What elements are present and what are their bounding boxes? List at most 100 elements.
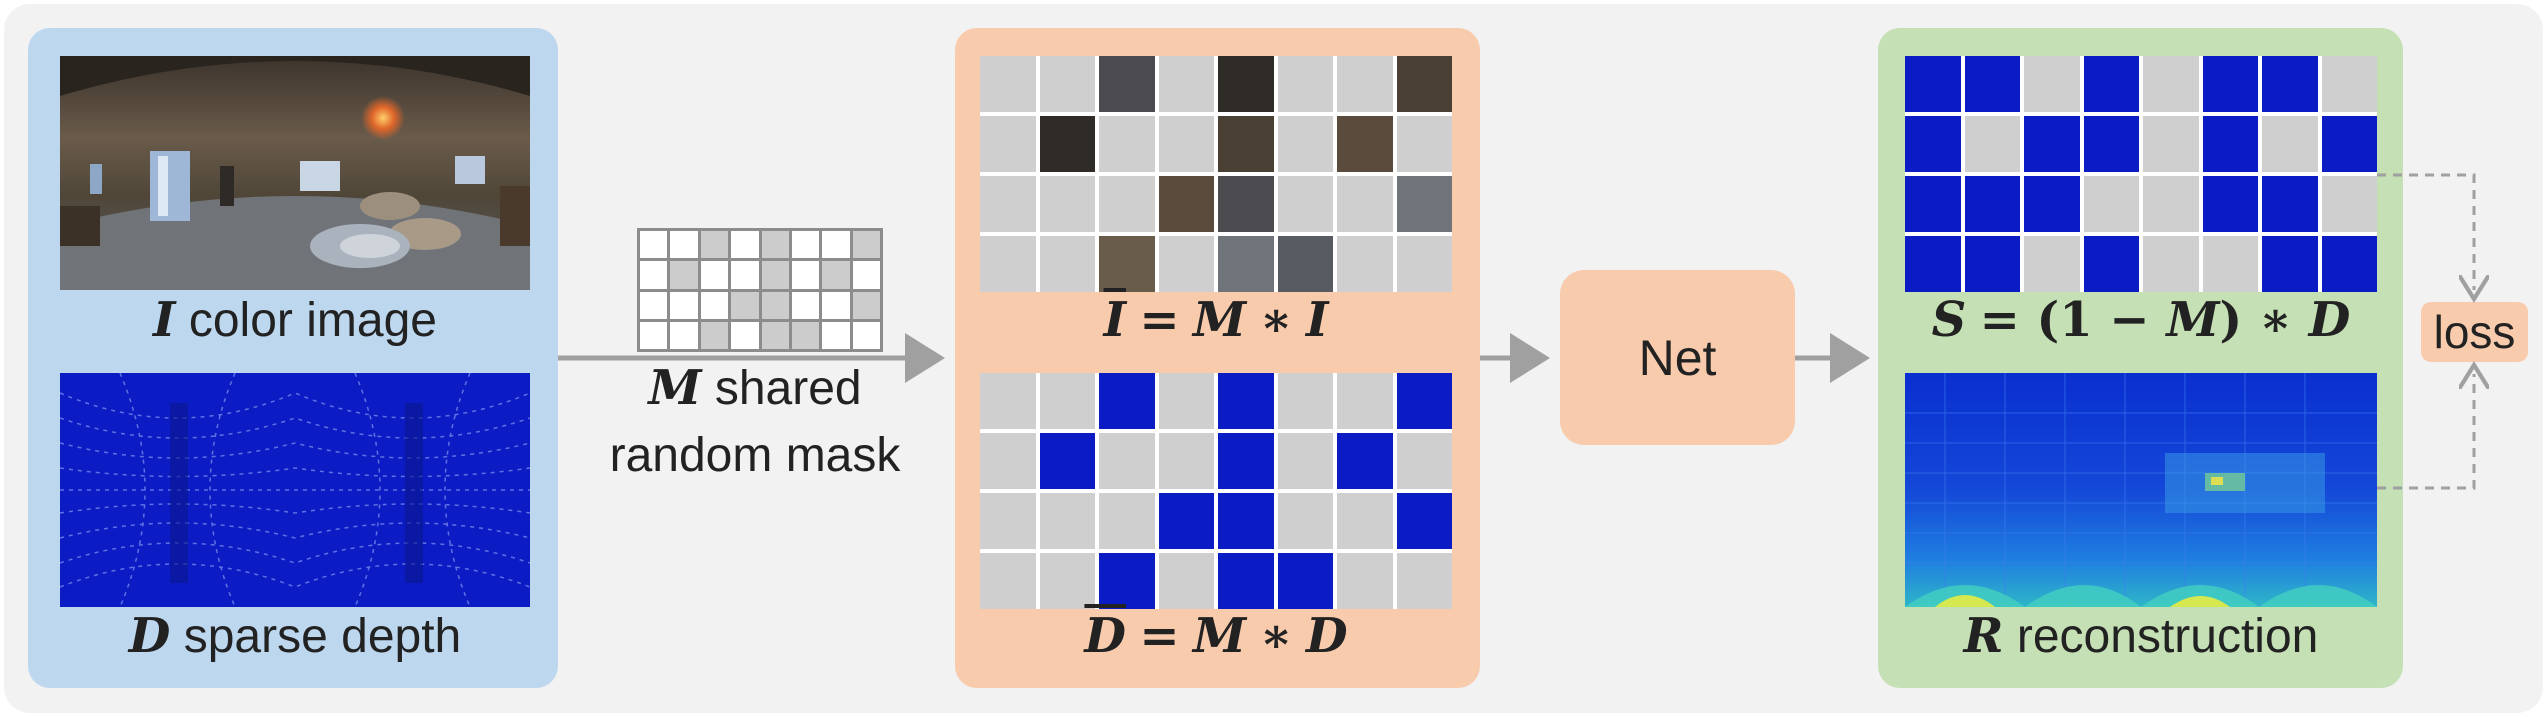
masked-out-cell	[1039, 236, 1095, 292]
mask-cell	[791, 321, 820, 349]
sparse-target-depth-cell	[2202, 176, 2258, 232]
sparse-target-empty-cell	[2143, 176, 2199, 232]
visible-color-cell	[1396, 56, 1452, 112]
sparse-target-empty-cell	[1964, 116, 2020, 172]
masked-out-cell	[1158, 236, 1214, 292]
sparse-target-depth-cell	[2202, 116, 2258, 172]
mask-cell	[791, 291, 820, 319]
sparse-target-empty-cell	[2143, 116, 2199, 172]
sparse-target-depth-cell	[1964, 56, 2020, 112]
mask-cell	[670, 261, 698, 289]
visible-depth-cell	[1099, 553, 1155, 609]
visible-depth-cell	[1396, 493, 1452, 549]
masked-out-cell	[980, 176, 1036, 232]
mask-cell	[670, 231, 698, 259]
sparse-target-depth-symbol: D	[2308, 292, 2351, 348]
sparse-target-depth-cell	[2262, 236, 2318, 292]
visible-color-cell	[1337, 116, 1393, 172]
masked-out-cell	[980, 236, 1036, 292]
mask-cell	[852, 291, 880, 319]
sparse-target-empty-cell	[2262, 116, 2318, 172]
masked-depth-equation: D = M ∗ D	[980, 608, 1452, 664]
sparse-target-grid	[1905, 56, 2377, 292]
sparse-depth-symbol: D	[128, 608, 171, 664]
sparse-target-symbol: S	[1931, 292, 1967, 348]
masked-out-cell	[980, 373, 1036, 429]
mask-cell	[640, 261, 668, 289]
mask-cell	[731, 321, 759, 349]
visible-depth-cell	[1218, 493, 1274, 549]
sparse-target-depth-cell	[2262, 56, 2318, 112]
color-image-label: I color image	[60, 292, 530, 348]
sparse-target-depth-cell	[2321, 116, 2377, 172]
masked-out-cell	[1277, 176, 1333, 232]
sparse-target-depth-cell	[1964, 176, 2020, 232]
masked-out-cell	[1158, 116, 1214, 172]
visible-color-cell	[1396, 176, 1452, 232]
sparse-target-equals: = (	[1979, 292, 2060, 348]
sparse-target-depth-cell	[2321, 236, 2377, 292]
visible-depth-cell	[1158, 493, 1214, 549]
mask-cell	[852, 321, 880, 349]
masked-out-cell	[1099, 176, 1155, 232]
reconstruction-symbol: R	[1963, 608, 2004, 664]
mask-cell	[852, 261, 880, 289]
mask-cell	[700, 291, 729, 319]
sparse-target-equation: S = (1 − M) ∗ D	[1905, 292, 2377, 348]
masked-out-cell	[1277, 56, 1333, 112]
masked-out-cell	[1277, 433, 1333, 489]
masked-out-cell	[1337, 56, 1393, 112]
color-image-text: color image	[188, 294, 437, 347]
visible-depth-cell	[1039, 433, 1095, 489]
masked-out-cell	[1337, 236, 1393, 292]
mask-cell	[822, 321, 850, 349]
arrow-reconstruction-to-loss	[2377, 374, 2474, 490]
mask-cell	[761, 321, 789, 349]
visible-depth-cell	[1337, 433, 1393, 489]
masked-color-equals: =	[1139, 292, 1180, 348]
mask-cell	[791, 261, 820, 289]
masked-color-equation: I = M ∗ I	[980, 292, 1452, 348]
sparse-target-depth-cell	[1964, 236, 2020, 292]
sparse-target-empty-cell	[2202, 236, 2258, 292]
sparse-target-depth-cell	[1905, 56, 1961, 112]
visible-depth-cell	[1218, 373, 1274, 429]
masked-depth-times: ∗	[1259, 608, 1293, 664]
masked-out-cell	[1099, 493, 1155, 549]
sparse-target-depth-cell	[2024, 116, 2080, 172]
mask-cell	[640, 291, 668, 319]
masked-out-cell	[1099, 116, 1155, 172]
masked-out-cell	[1396, 236, 1452, 292]
masked-out-cell	[980, 116, 1036, 172]
color-panorama-image	[60, 56, 530, 290]
mask-cell	[761, 231, 789, 259]
net-label: Net	[1638, 329, 1717, 386]
visible-color-cell	[1218, 176, 1274, 232]
masked-out-cell	[1158, 373, 1214, 429]
masked-out-cell	[1158, 553, 1214, 609]
mask-cell	[700, 261, 729, 289]
sparse-target-depth-cell	[2202, 56, 2258, 112]
sparse-target-mask-symbol: M	[2166, 292, 2220, 348]
visible-color-cell	[1039, 116, 1095, 172]
masked-out-cell	[1396, 433, 1452, 489]
mask-cell	[640, 231, 668, 259]
masked-out-cell	[980, 56, 1036, 112]
sparse-depth-text: sparse depth	[183, 610, 462, 663]
masked-out-cell	[1337, 373, 1393, 429]
masked-color-times: ∗	[1259, 292, 1293, 348]
sparse-target-depth-cell	[1905, 236, 1961, 292]
masked-out-cell	[1039, 553, 1095, 609]
reconstruction-text: reconstruction	[2016, 610, 2319, 663]
mask-cell	[700, 321, 729, 349]
mask-label-shared: shared	[714, 362, 862, 415]
masked-out-cell	[980, 553, 1036, 609]
sparse-target-times: ) ∗	[2219, 292, 2309, 348]
reconstruction-image	[1905, 373, 2377, 607]
visible-color-cell	[1218, 116, 1274, 172]
visible-color-cell	[1099, 236, 1155, 292]
mask-cell	[791, 231, 820, 259]
mask-symbol: M	[648, 360, 702, 416]
mask-cell	[761, 261, 789, 289]
sparse-depth-label: D sparse depth	[60, 608, 530, 664]
